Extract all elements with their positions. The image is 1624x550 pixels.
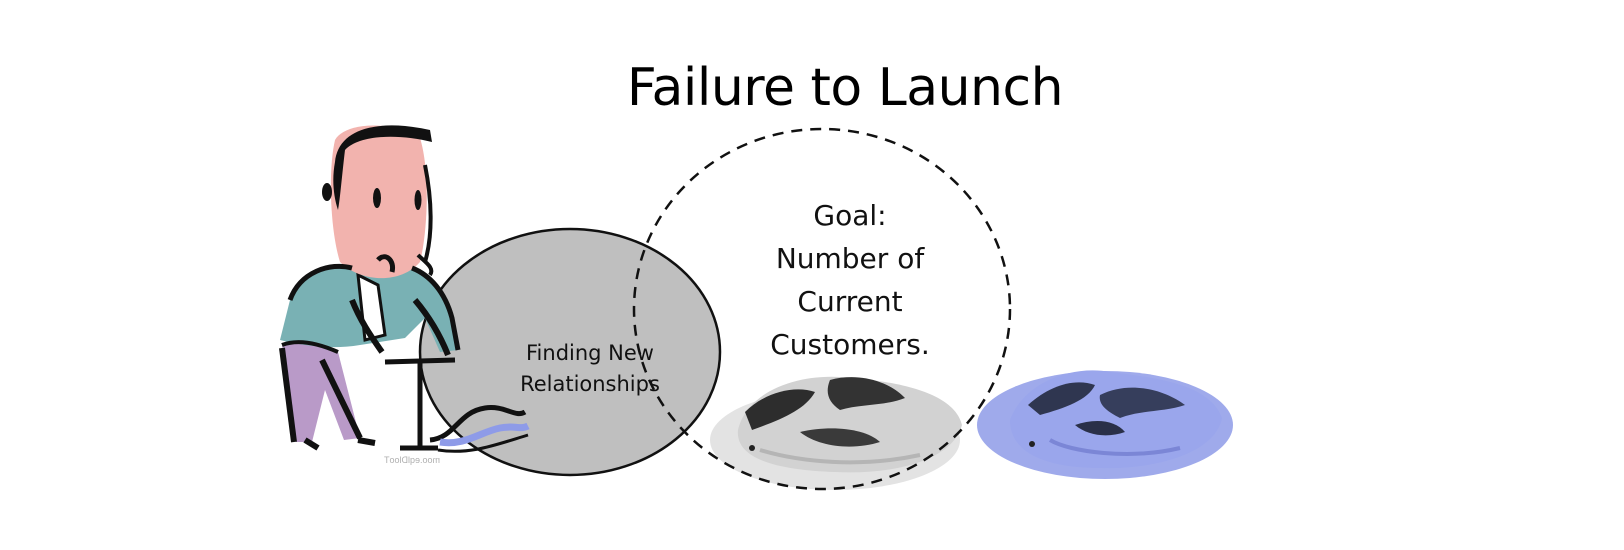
finding-label-line1: Finding New	[526, 341, 654, 365]
finding-relationships-label: Finding New Relationships	[480, 338, 700, 400]
deflated-blue-balloon-icon	[977, 370, 1233, 479]
person-pumping-icon	[279, 125, 530, 453]
goal-label-line3: Current	[797, 285, 903, 318]
goal-label-line1: Goal:	[813, 199, 887, 232]
goal-label-line4: Customers.	[770, 328, 930, 361]
deflated-gray-balloon-icon	[710, 376, 962, 490]
goal-dashed-circle	[632, 127, 1012, 491]
clipart-watermark: moo.eqlDlooT	[384, 455, 441, 465]
goal-label: Goal: Number of Current Customers.	[720, 194, 980, 366]
finding-relationships-bubble	[418, 227, 722, 477]
slide-title: Failure to Launch	[626, 58, 1064, 118]
goal-label-line2: Number of	[775, 242, 925, 275]
finding-label-line2: Relationships	[520, 372, 660, 396]
